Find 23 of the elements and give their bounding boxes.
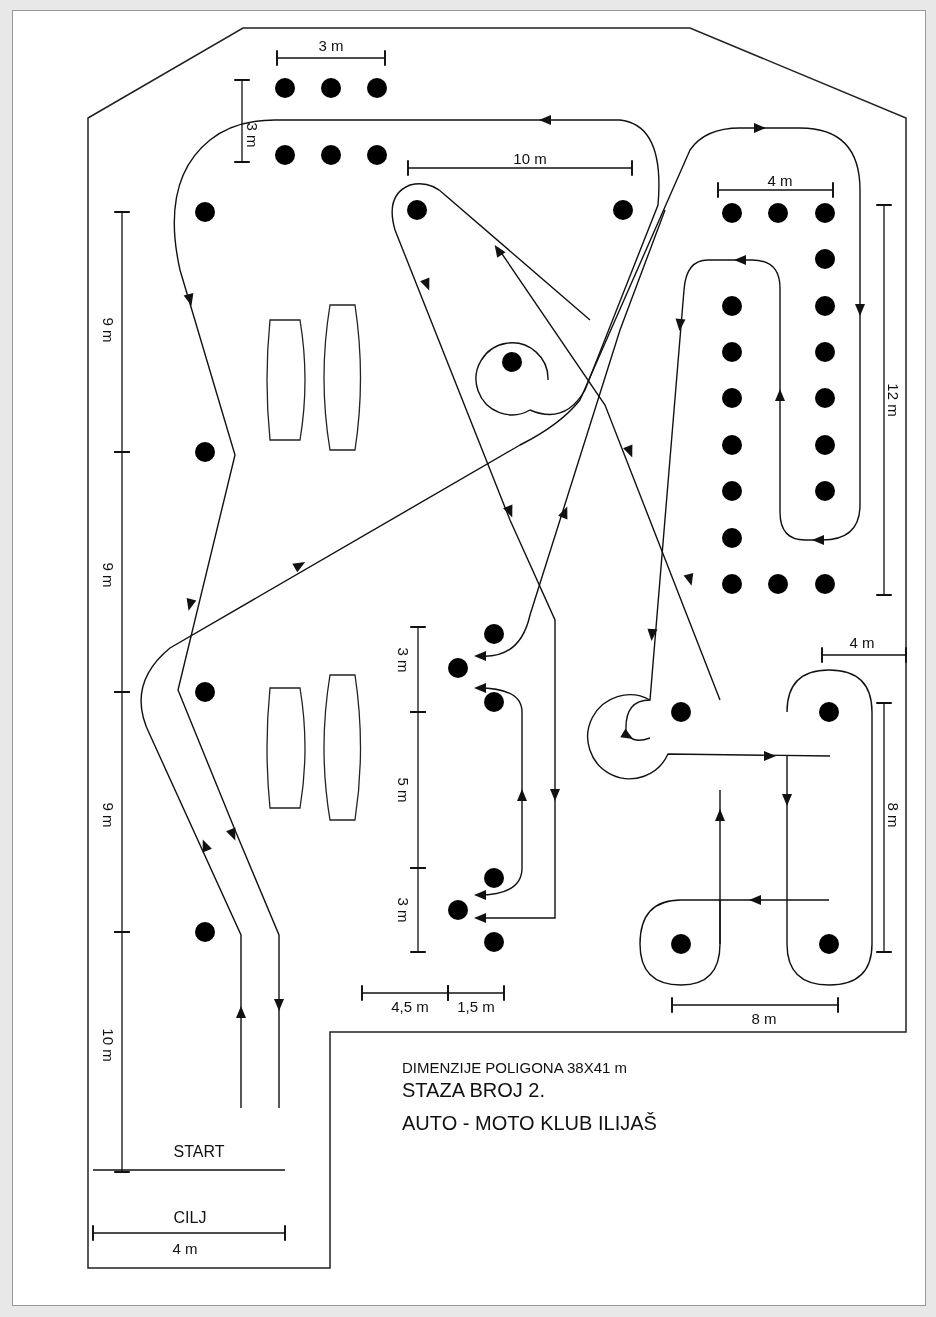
start-label: START xyxy=(173,1144,225,1160)
finish-label: CILJ xyxy=(173,1210,207,1226)
dimension-label: 3 m xyxy=(244,122,260,148)
dimension-label: 5 m xyxy=(395,777,411,803)
club-name: AUTO - MOTO KLUB ILIJAŠ xyxy=(402,1113,657,1133)
dimension-label: 3 m xyxy=(318,37,344,53)
dimension-label: 4,5 m xyxy=(391,998,429,1014)
dimension-label: 3 m xyxy=(395,647,411,673)
dimension-label: 10 m xyxy=(513,150,547,166)
dimension-label: 8 m xyxy=(885,802,901,828)
dimension-label: 9 m xyxy=(100,802,116,828)
dimension-label: 9 m xyxy=(100,562,116,588)
dimension-label: 9 m xyxy=(100,317,116,343)
dimension-label: 3 m xyxy=(395,897,411,923)
dimension-label: 10 m xyxy=(100,1028,116,1062)
dimension-label: 4 m xyxy=(849,634,875,650)
course-title: STAZA BROJ 2. xyxy=(402,1080,545,1100)
dimension-label: 1,5 m xyxy=(457,998,495,1014)
dimension-label: 8 m xyxy=(751,1010,777,1026)
polygon-dimensions-note: DIMENZIJE POLIGONA 38X41 m xyxy=(402,1059,628,1075)
dimension-label: 4 m xyxy=(767,172,793,188)
dimension-label: 4 m xyxy=(172,1240,198,1256)
dimension-label: 12 m xyxy=(885,383,901,417)
